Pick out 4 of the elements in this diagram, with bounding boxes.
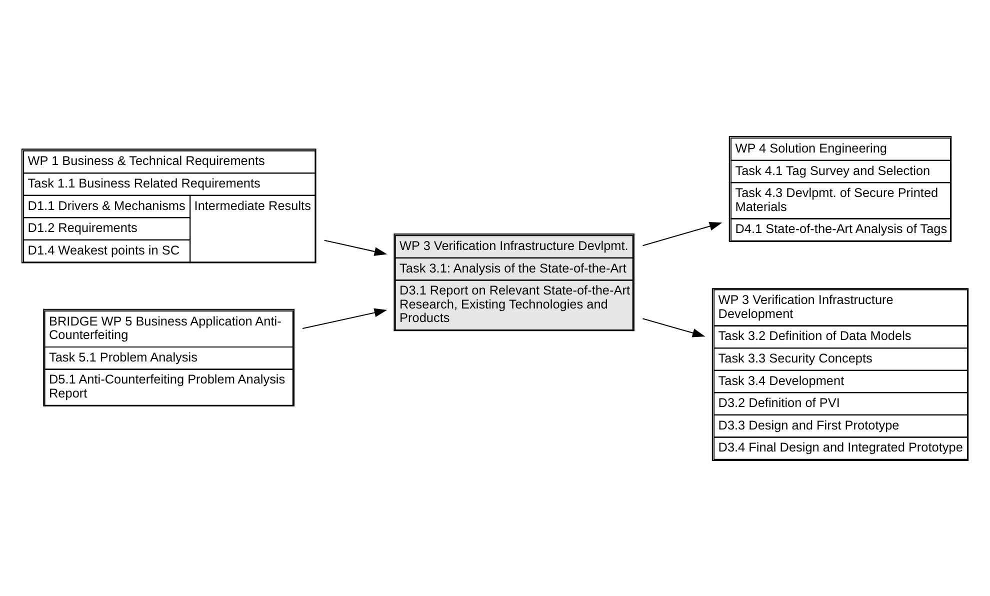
arrow [642,221,722,246]
arrow [642,318,706,337]
arrow [302,308,388,329]
arrow [324,239,388,256]
